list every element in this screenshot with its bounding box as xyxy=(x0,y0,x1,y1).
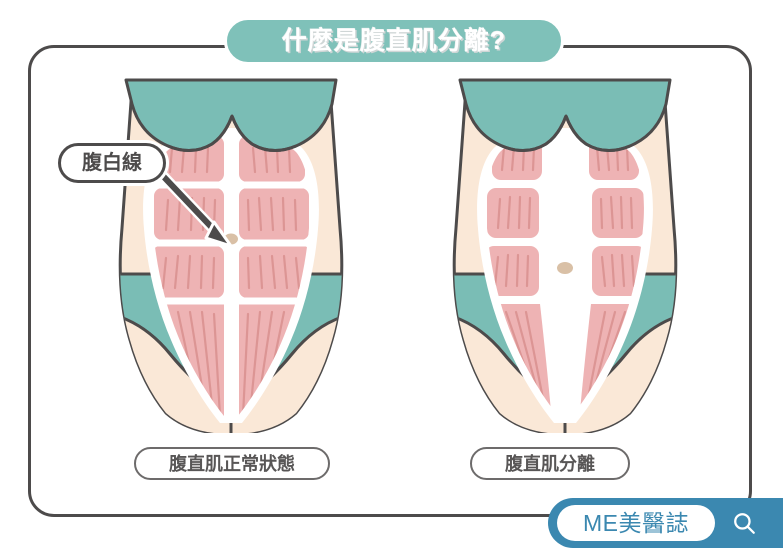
navel xyxy=(224,233,238,245)
caption-normal-label: 腹直肌正常狀態 xyxy=(169,453,295,474)
caption-diastasis-label: 腹直肌分離 xyxy=(505,453,595,474)
callout-linea-alba: 腹白線 xyxy=(58,143,166,183)
bra-top xyxy=(124,78,338,152)
brand-pill: ME美醫誌 xyxy=(557,505,715,541)
brand-name: ME美醫誌 xyxy=(583,509,689,536)
figure-diastasis-abdomen xyxy=(430,78,700,436)
figure-normal-abdomen xyxy=(96,78,366,436)
page-title: 什麼是腹直肌分離? xyxy=(281,26,507,55)
callout-label: 腹白線 xyxy=(82,152,142,174)
brand-watermark[interactable]: ME美醫誌 xyxy=(548,498,783,548)
linea-alba-gap-wide xyxy=(542,134,588,416)
linea-alba-gap xyxy=(227,134,236,416)
caption-diastasis: 腹直肌分離 xyxy=(470,447,630,480)
bra-top xyxy=(458,78,672,152)
search-icon[interactable] xyxy=(729,508,759,538)
title-banner: 什麼是腹直肌分離? xyxy=(224,17,564,65)
caption-normal: 腹直肌正常狀態 xyxy=(134,447,330,480)
navel xyxy=(557,262,573,274)
